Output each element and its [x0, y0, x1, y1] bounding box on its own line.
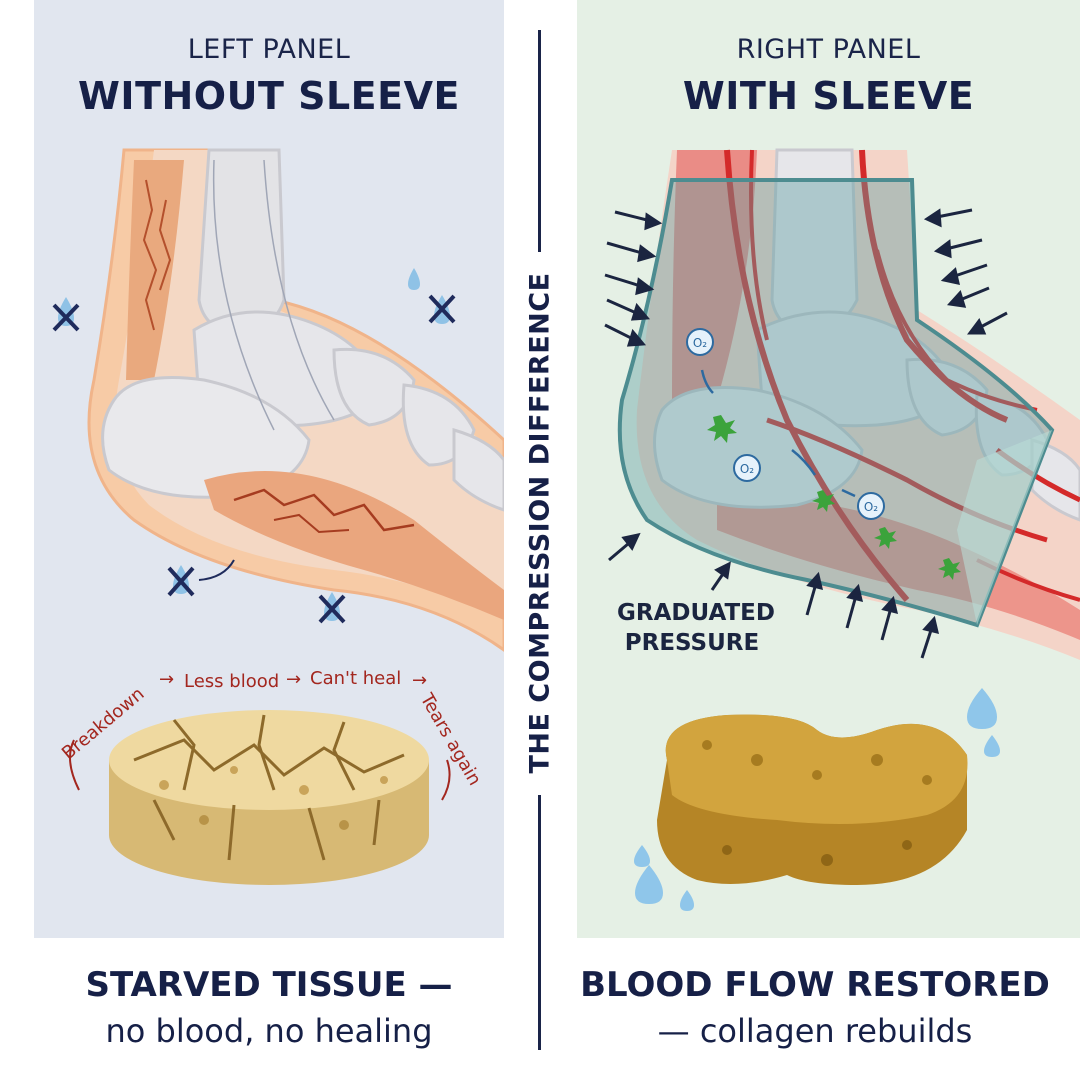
- oxygen-icon: O₂: [733, 454, 761, 482]
- left-panel-headline: WITHOUT SLEEVE: [78, 74, 460, 118]
- left-panel: LEFT PANEL WITHOUT SLEEVE Breakdown → Le…: [34, 0, 504, 938]
- divider-line: [538, 795, 541, 1050]
- no-blood-drop-icon: [52, 297, 80, 332]
- cycle-arrow: →: [286, 669, 302, 690]
- wet-sponge-icon: [657, 714, 968, 885]
- compression-sleeve: [617, 178, 1055, 628]
- no-blood-drop-icon: [318, 592, 346, 624]
- oxygen-icon: O₂: [857, 492, 885, 520]
- pressure-label-line: PRESSURE: [624, 630, 760, 656]
- svg-text:O₂: O₂: [693, 336, 707, 350]
- svg-text:O₂: O₂: [740, 462, 754, 476]
- cycle-step-cant-heal: Can't heal: [310, 668, 402, 689]
- drop-icon: [408, 268, 420, 290]
- left-caption-subtitle: no blood, no healing: [105, 1012, 433, 1050]
- oxygen-icon: O₂: [686, 328, 714, 356]
- right-panel-headline: WITH SLEEVE: [682, 74, 975, 118]
- svg-text:O₂: O₂: [864, 500, 878, 514]
- no-blood-drop-icon: [428, 294, 456, 324]
- pressure-label-line: GRADUATED: [617, 600, 775, 626]
- left-plantar-fascia: [204, 471, 504, 620]
- divider-line: [538, 30, 541, 252]
- right-caption-title: BLOOD FLOW RESTORED: [580, 965, 1050, 1005]
- right-foot-illustration: O₂ O₂ O₂: [604, 148, 1080, 911]
- cycle-arrow: →: [412, 670, 428, 691]
- cycle-arrow: →: [159, 669, 175, 690]
- dry-sponge-icon: [109, 710, 429, 885]
- healing-spark-icon: [707, 415, 961, 580]
- no-blood-drop-icon: [167, 559, 235, 597]
- left-caption-title: STARVED TISSUE —: [85, 965, 453, 1005]
- right-panel: O₂ O₂ O₂: [577, 0, 1080, 938]
- left-panel-kicker: LEFT PANEL: [187, 34, 351, 65]
- cycle-step-less-blood: Less blood: [184, 671, 280, 692]
- cycle-arrow-icon: [69, 739, 80, 791]
- left-tibia-bone: [197, 148, 286, 337]
- graduated-pressure-label: GRADUATED PRESSURE: [617, 598, 775, 658]
- blood-vessels: [724, 149, 1080, 602]
- water-drop-icon: [634, 688, 1000, 911]
- pressure-arrow-icon: [604, 208, 1008, 659]
- left-foot-illustration: [52, 148, 504, 885]
- right-panel-kicker: RIGHT PANEL: [736, 34, 921, 65]
- cycle-arrow-icon: [441, 759, 451, 801]
- divider-label: THE COMPRESSION DIFFERENCE: [524, 272, 556, 774]
- left-heel-bone: [101, 376, 311, 499]
- right-caption-subtitle: — collagen rebuilds: [657, 1012, 973, 1050]
